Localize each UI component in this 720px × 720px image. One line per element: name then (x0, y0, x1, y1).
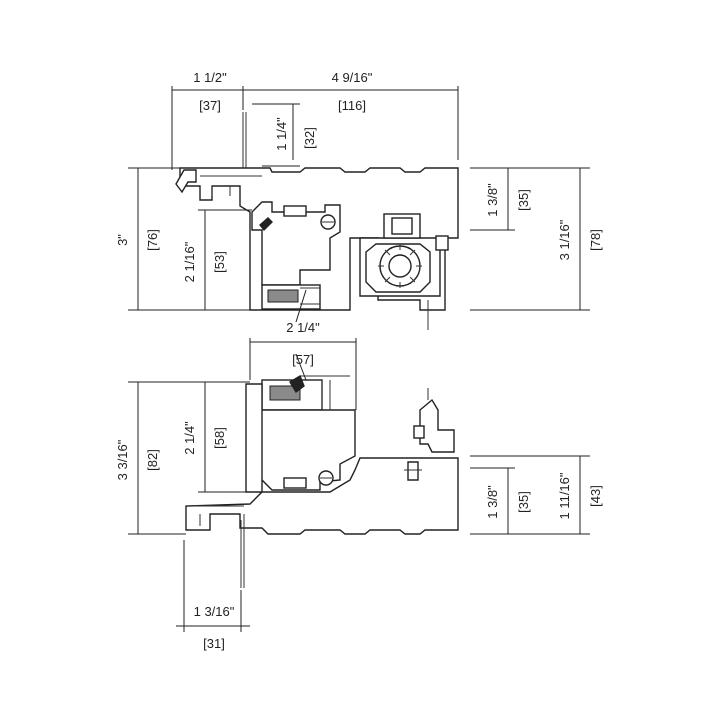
dim-sill-right-mm: [35] (516, 491, 531, 513)
dim-sash-top-in: 2 1/16" (182, 241, 197, 282)
dim-sill-glass-mm: [57] (292, 352, 314, 367)
dim-bottom-width-in: 1 3/16" (194, 604, 235, 619)
head-weatherstrip (259, 217, 273, 232)
sill-sash-chamber (283, 477, 307, 489)
dim-flange-mm: [32] (302, 127, 317, 149)
dim-sill-total-mm: [43] (588, 485, 603, 507)
dim-top-width-mm: [37] (199, 98, 221, 113)
sill-dimensions (128, 338, 590, 632)
dim-bottom-width-mm: [31] (203, 636, 225, 651)
head-operator-cap (435, 235, 449, 251)
dim-sash-bottom-in: 2 1/4" (182, 421, 197, 455)
head-sash-profile (251, 201, 341, 286)
sill-operator-handle (419, 398, 455, 453)
sill-sash-face (245, 383, 263, 493)
sill-operator-stud (407, 461, 419, 481)
dim-top-depth-in: 4 9/16" (332, 70, 373, 85)
dim-sill-height-in: 3 3/16" (115, 439, 130, 480)
dim-sash-top-mm: [53] (212, 251, 227, 273)
head-operator-shaft (388, 254, 412, 278)
dim-sill-right-in: 1 3/8" (485, 485, 500, 519)
head-frame-channels (200, 175, 262, 196)
head-section: 1 1/2" [37] 4 9/16" [116] 1 1/4" [32] 3"… (115, 70, 603, 335)
dim-top-depth-mm: [116] (338, 98, 366, 113)
dim-head-right-mm: [35] (516, 189, 531, 211)
dim-flange-in: 1 1/4" (274, 117, 289, 151)
dim-head-right-in: 1 3/8" (485, 183, 500, 217)
head-dimensions (128, 86, 590, 323)
sill-weatherstrip (289, 374, 305, 394)
dim-sill-total-in: 1 11/16" (557, 472, 572, 519)
dim-head-total-mm: [78] (588, 229, 603, 251)
head-sash-chamber (283, 205, 307, 217)
head-exterior-lip (175, 169, 197, 194)
sill-section: [57] 3 3/16" [82] 2 1/4" [58] 1 3/8" [35… (115, 338, 603, 651)
sill-frame-profile (185, 457, 459, 535)
dim-head-height-mm: [76] (145, 229, 160, 251)
dim-sill-height-mm: [82] (145, 449, 160, 471)
dim-head-total-in: 3 1/16" (557, 219, 572, 260)
head-glass-spacer (267, 289, 299, 303)
dim-head-height-in: 3" (115, 234, 130, 246)
dim-sash-bottom-mm: [58] (212, 427, 227, 449)
dim-top-width-in: 1 1/2" (193, 70, 227, 85)
dim-glazing-top-in: 2 1/4" (286, 320, 320, 335)
sill-glass-spacer (269, 385, 301, 401)
